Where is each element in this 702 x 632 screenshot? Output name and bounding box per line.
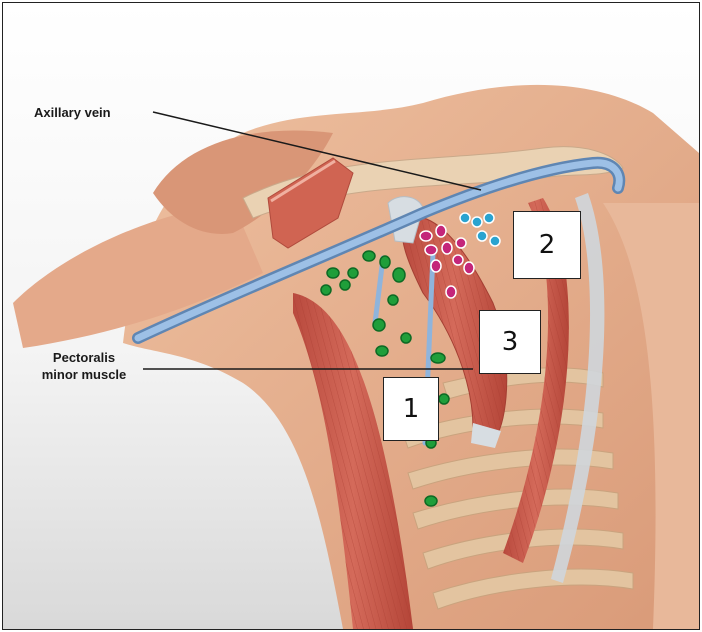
level-3-marker: 3: [479, 310, 541, 374]
anatomy-illustration: [3, 3, 699, 629]
pectoralis-minor-label: Pectoralis minor muscle: [27, 349, 141, 383]
level-2-marker: 2: [513, 211, 581, 279]
axillary-vein-label: Axillary vein: [34, 104, 111, 121]
pectoralis-label-line1: Pectoralis: [27, 349, 141, 366]
pectoralis-label-line2: minor muscle: [27, 366, 141, 383]
level-1-marker: 1: [383, 377, 439, 441]
